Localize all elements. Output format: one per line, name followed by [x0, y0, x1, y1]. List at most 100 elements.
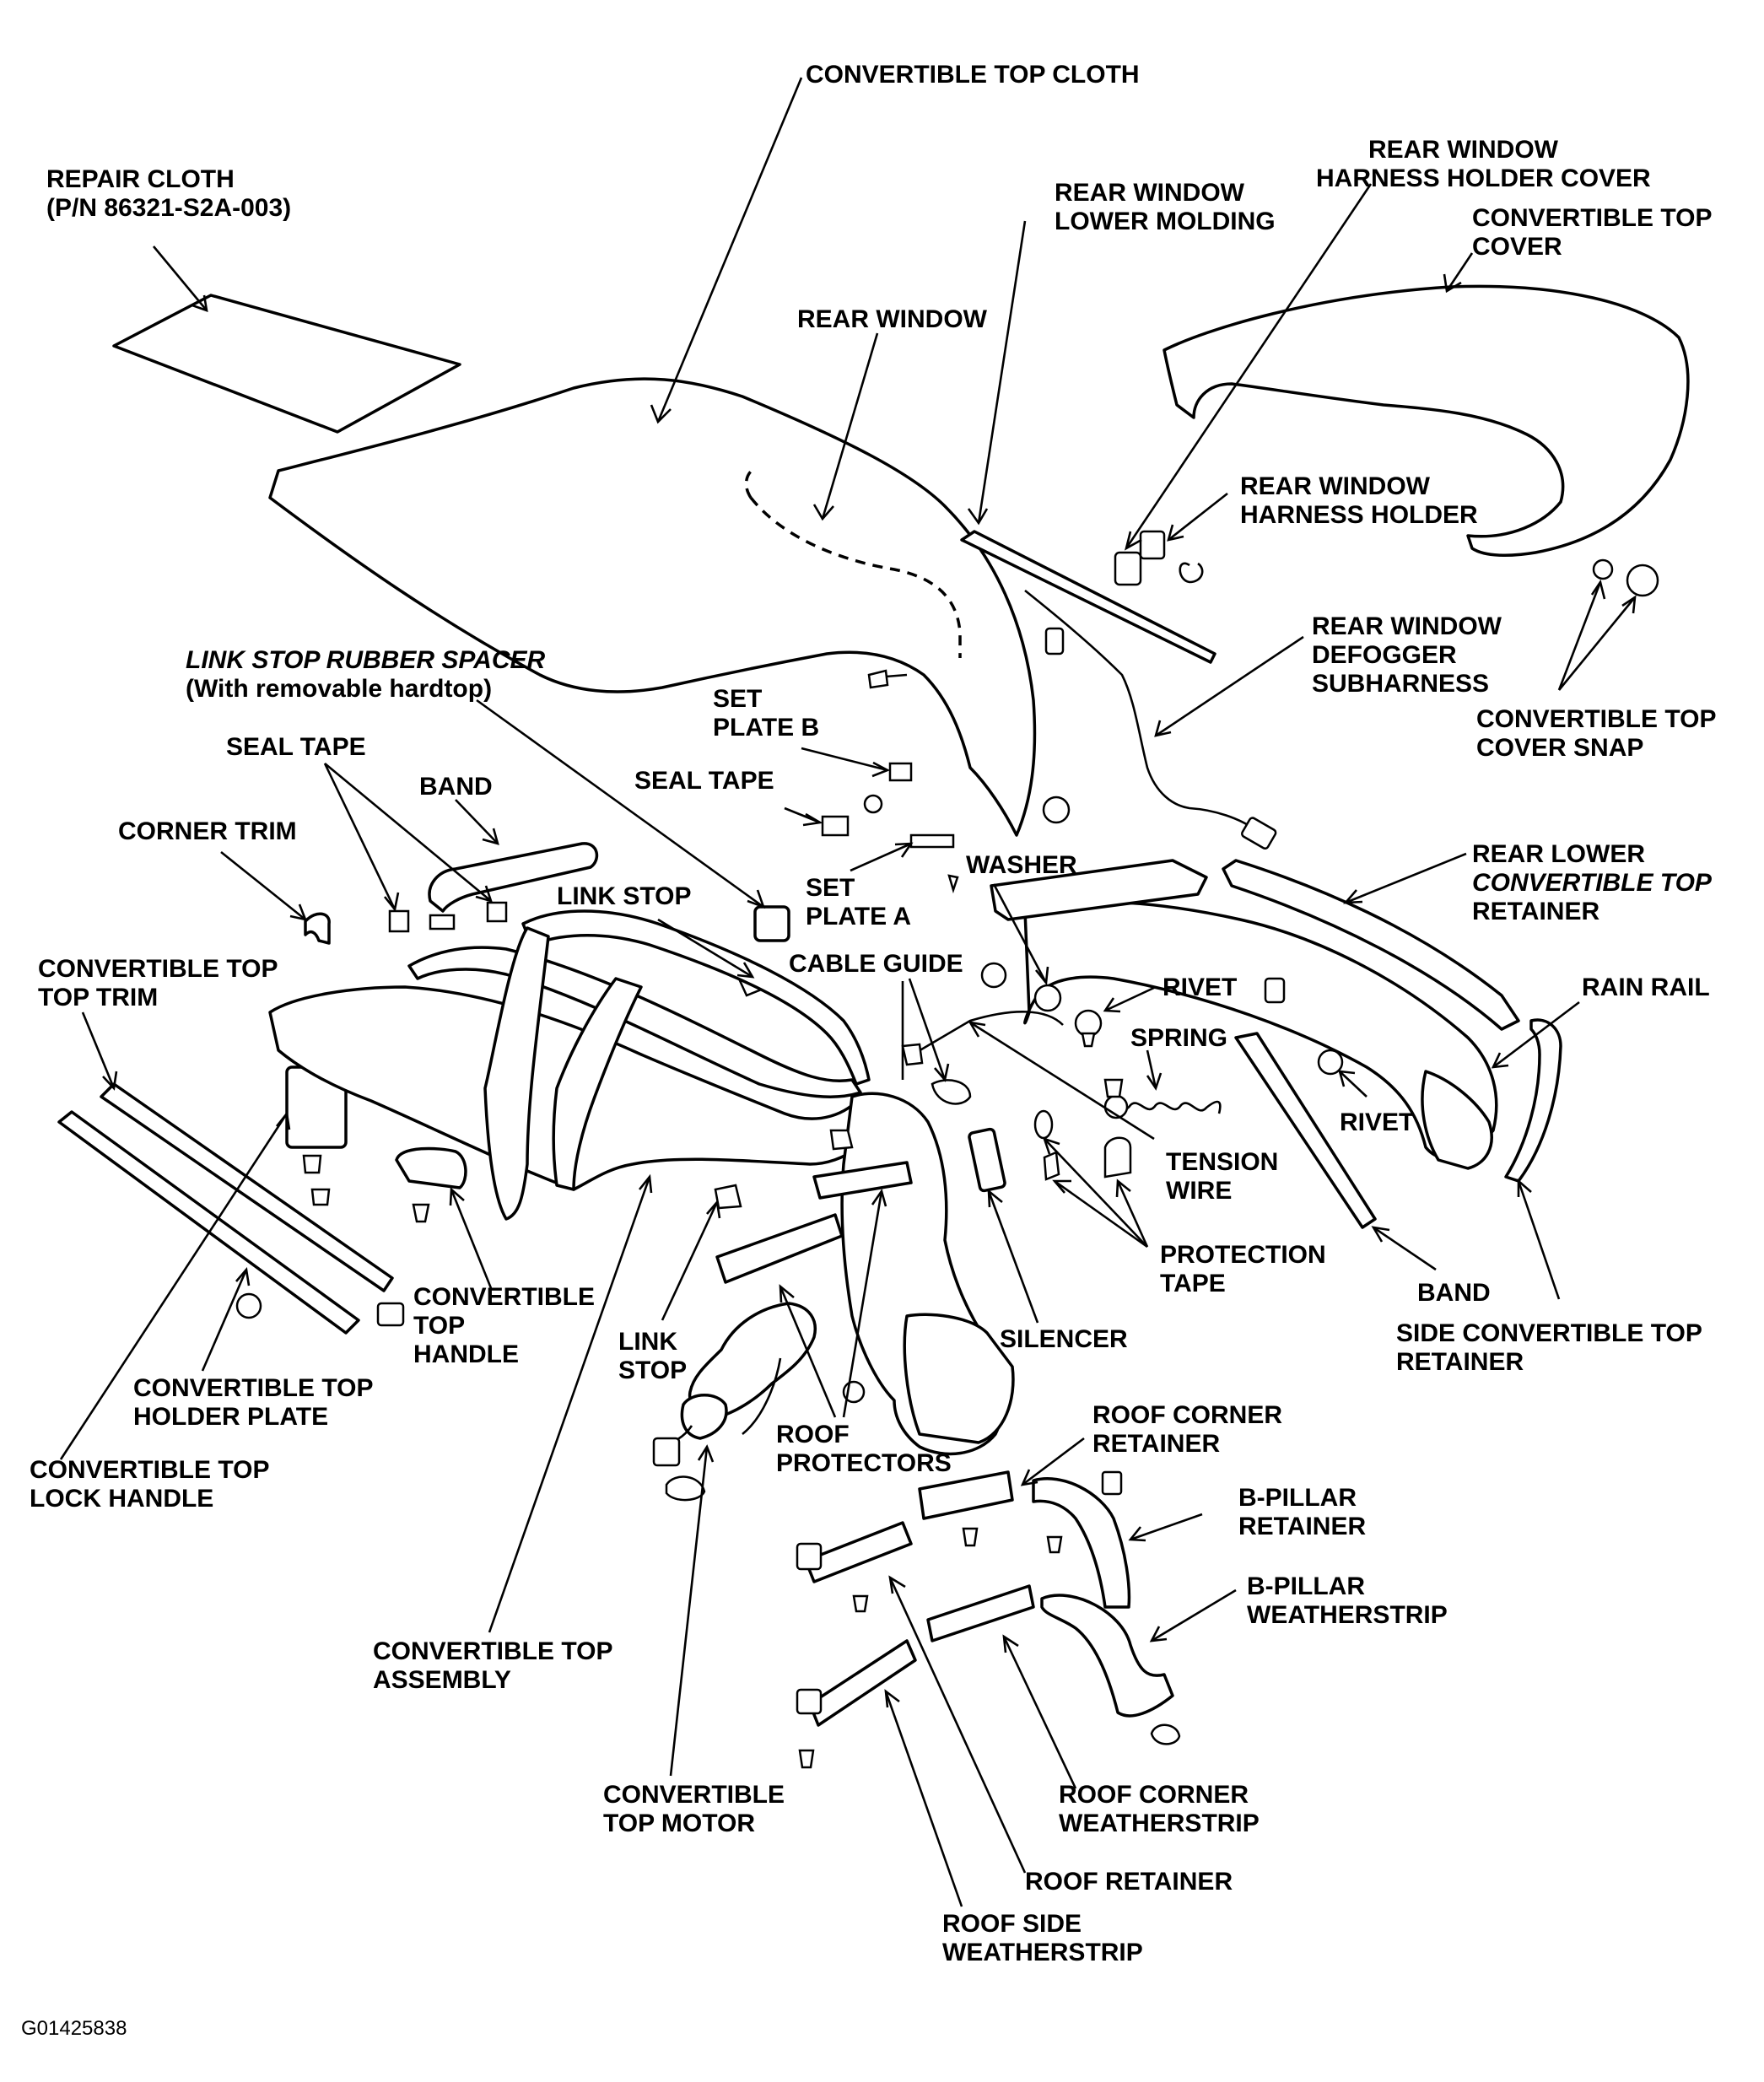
label-roof-corner-weatherstrip-2: WEATHERSTRIP: [1059, 1810, 1260, 1837]
leader-link-stop-top: [657, 918, 753, 979]
label-cable-guide: CABLE GUIDE: [789, 950, 963, 978]
arrow-rw-lower-molding: [967, 508, 989, 526]
label-tension-wire-2: WIRE: [1166, 1177, 1232, 1205]
part-drawings: [57, 284, 1690, 1769]
label-protection-tape-2: TAPE: [1160, 1270, 1226, 1297]
roof-protector-rear: [812, 1161, 913, 1200]
label-rivet-2: RIVET: [1340, 1108, 1414, 1136]
convertible-top-holder-plate-shape: [57, 1110, 360, 1335]
cable-guide-bracket: [901, 1043, 924, 1066]
bolt-top-right: [1264, 977, 1286, 1004]
protection-tape-shape-1: [1033, 1109, 1054, 1140]
roof-side-weatherstrip-clip: [796, 1688, 823, 1715]
spring-shape: [1103, 1100, 1222, 1114]
roof-corner-retainer-shape: [918, 1470, 1014, 1520]
set-plate-a-shape: [909, 833, 955, 849]
label-cover-snap-1: CONVERTIBLE TOP: [1476, 705, 1716, 733]
arrow-roof-corner-retainer: [1020, 1469, 1038, 1486]
labels: CONVERTIBLE TOP CLOTH REPAIR CLOTH (P/N …: [21, 61, 1716, 2040]
lock-handle-bolt-2: [310, 1188, 331, 1206]
arrow-rw-harness-holder: [1167, 524, 1184, 542]
leader-convertible-top-cloth: [656, 77, 803, 423]
leader-cover-snap-1: [1557, 581, 1602, 691]
arrow-rain-rail: [1491, 1052, 1509, 1069]
leader-rain-rail: [1492, 1001, 1580, 1069]
leader-lines: [59, 77, 1637, 1907]
figure-code: G01425838: [21, 2017, 127, 2040]
arrow-side-retainer: [1517, 1179, 1532, 1197]
leader-lock-handle: [59, 1113, 289, 1460]
label-link-stop-rubber-spacer-1: LINK STOP RUBBER SPACER: [186, 646, 545, 674]
rear-window-top-edge: [744, 467, 756, 499]
arrow-rear-window: [812, 504, 834, 521]
roof-retainer-screw: [852, 1594, 869, 1613]
grommet-near-cloth: [1042, 796, 1071, 824]
washer-shape: [1033, 984, 1062, 1012]
arrow-seal-tape-left-1: [383, 892, 400, 912]
convertible-top-cloth-shape: [268, 377, 1037, 837]
arrow-set-plate-a: [894, 842, 914, 858]
harness-clip: [1179, 562, 1204, 584]
leader-tension-wire: [969, 1021, 1155, 1141]
arrow-roof-protectors-2: [871, 1188, 887, 1207]
label-rivet-1: RIVET: [1163, 974, 1237, 1001]
subharness-connector-top: [1044, 627, 1065, 655]
band-left-shape: [428, 842, 599, 913]
roof-corner-screw: [962, 1527, 979, 1547]
label-protection-tape-1: PROTECTION: [1160, 1241, 1326, 1269]
leader-rear-lower-retainer: [1345, 852, 1467, 904]
b-pillar-retainer-screw: [1046, 1535, 1063, 1554]
label-band-right: BAND: [1417, 1279, 1491, 1307]
label-set-plate-b-2: PLATE B: [713, 714, 819, 742]
leader-protection-tape-1: [1044, 1138, 1148, 1248]
b-pillar-retainer-shape: [1032, 1477, 1131, 1609]
arrow-protection-tape-2: [1052, 1179, 1071, 1194]
arrow-seal-tape-left-2: [475, 885, 494, 903]
label-top-motor-1: CONVERTIBLE: [603, 1781, 785, 1809]
leader-side-retainer: [1517, 1180, 1561, 1300]
label-side-retainer-2: RETAINER: [1396, 1348, 1524, 1376]
convertible-top-frame-arch: [521, 909, 871, 1086]
leader-roof-corner-weatherstrip: [1002, 1636, 1077, 1789]
label-rw-harness-holder-2: HARNESS HOLDER: [1240, 501, 1478, 529]
link-stop-bottom-shape: [714, 1184, 742, 1210]
label-washer: WASHER: [966, 851, 1077, 879]
roof-side-weatherstrip-shape: [808, 1639, 917, 1727]
arrow-protection-tape-1: [1042, 1136, 1060, 1155]
leader-convertible-top-handle: [450, 1189, 493, 1289]
convertible-top-cover-shape: [1163, 284, 1690, 558]
leader-band-left: [455, 799, 499, 844]
arrow-convertible-top-top-trim: [102, 1071, 118, 1091]
side-convertible-top-retainer-shape: [1504, 1018, 1562, 1183]
arrow-silencer: [987, 1189, 1003, 1208]
label-side-retainer-1: SIDE CONVERTIBLE TOP: [1396, 1319, 1702, 1347]
label-rw-harness-holder-cover-2: HARNESS HOLDER COVER: [1316, 165, 1651, 192]
leader-silencer: [987, 1190, 1039, 1324]
rear-window-harness-holder-cover-shape: [1114, 551, 1142, 586]
label-b-pillar-retainer-1: B-PILLAR: [1238, 1484, 1357, 1512]
leader-rivet-2: [1339, 1071, 1368, 1098]
label-seal-tape-left: SEAL TAPE: [226, 733, 366, 761]
bolt-near-set-plate: [867, 669, 908, 689]
top-motor-grommet: [665, 1475, 706, 1502]
holder-plate-screw: [235, 1292, 262, 1319]
leader-roof-retainer: [888, 1577, 1027, 1874]
leader-rear-window: [821, 332, 879, 520]
spring-bolt: [1103, 1078, 1124, 1098]
label-b-pillar-weatherstrip-2: WEATHERSTRIP: [1247, 1601, 1448, 1629]
arrow-cover-snap-1: [1590, 579, 1606, 600]
rear-window-outline: [749, 496, 962, 658]
leader-rw-harness-holder-cover: [1125, 183, 1373, 549]
arrow-top-motor: [697, 1444, 715, 1463]
label-rw-harness-holder-1: REAR WINDOW: [1240, 472, 1431, 500]
label-top-assembly-1: CONVERTIBLE TOP: [373, 1637, 612, 1665]
leader-repair-cloth: [152, 245, 208, 311]
arrow-rw-defogger-subharness: [1154, 720, 1172, 737]
arrow-link-stop-rubber-spacer: [747, 889, 766, 909]
convertible-top-top-trim-shape: [100, 1082, 394, 1292]
arrow-cable-guide: [934, 1063, 950, 1082]
band-clip: [429, 914, 456, 930]
label-link-stop-bottom-2: STOP: [618, 1357, 687, 1384]
